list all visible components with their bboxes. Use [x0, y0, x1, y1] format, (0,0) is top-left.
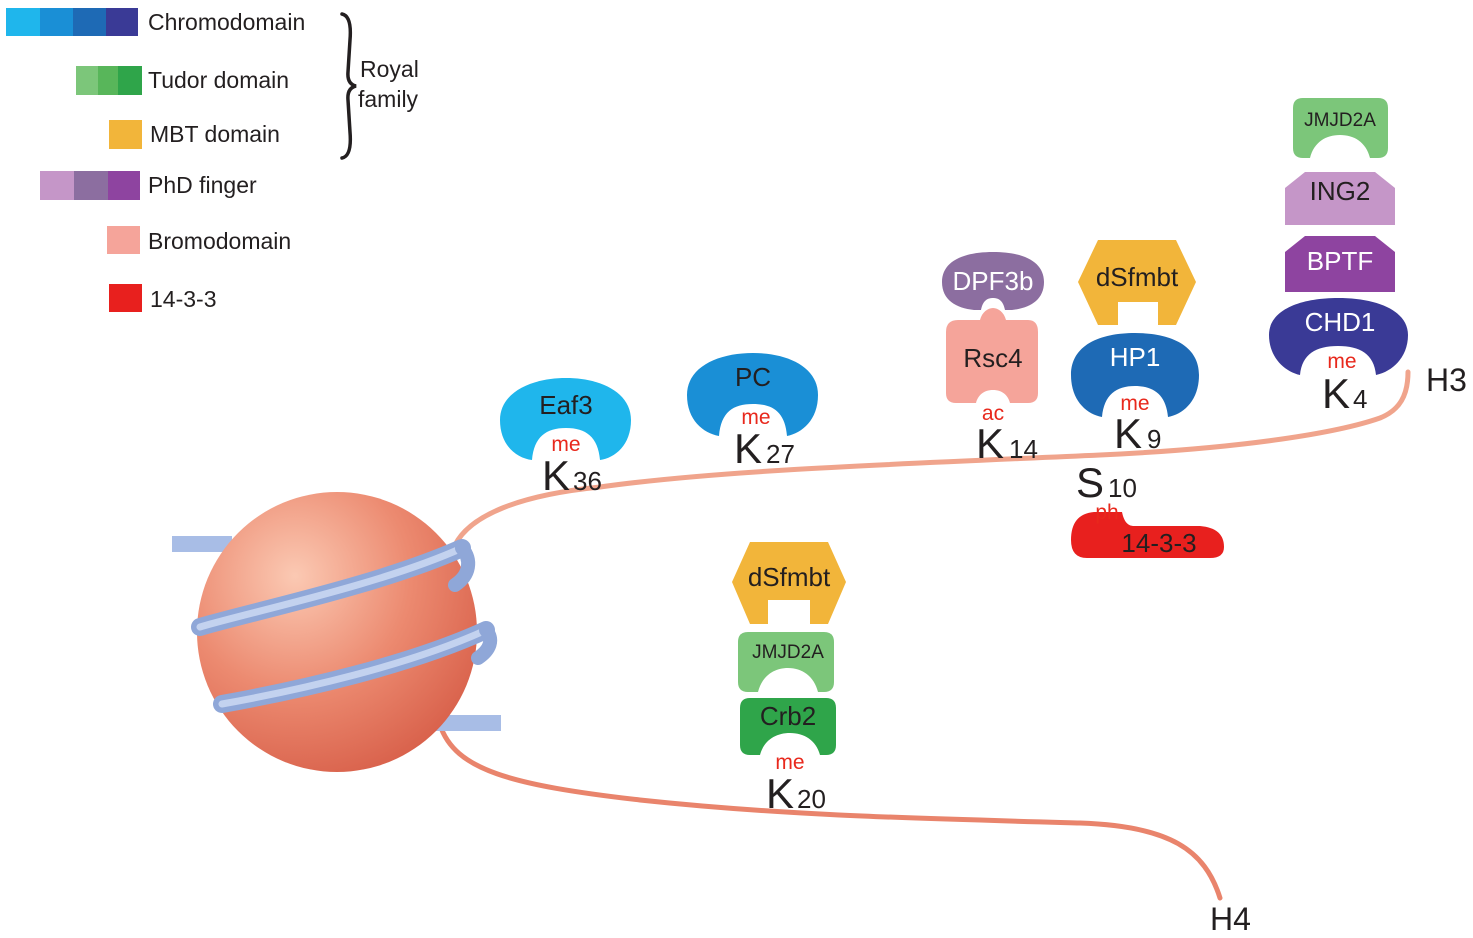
1433-shape [1071, 512, 1224, 558]
k4-mod: me [1327, 350, 1356, 373]
jmjd2a-h3-shape [1293, 98, 1388, 158]
legend-chromodomain-label: Chromodomain [148, 9, 305, 35]
site-k4-letter: K [1322, 370, 1350, 417]
rsc4-shape [946, 308, 1038, 403]
eaf3-reader: Eaf3 [500, 378, 631, 460]
hp1-reader: HP1 [1071, 333, 1199, 417]
h4-tail [437, 722, 1223, 901]
dna-stub-right [435, 715, 501, 731]
royal-family-brace [340, 12, 357, 160]
pc-label: PC [735, 362, 771, 392]
chd1-shape [1269, 298, 1408, 375]
pc-reader: PC [687, 353, 818, 436]
site-k36: K 36 [542, 452, 602, 499]
k14-mod: ac [982, 402, 1004, 425]
site-k27-number: 27 [766, 439, 795, 469]
dsfmbt-h3-reader: dSfmbt [1078, 240, 1196, 325]
legend-mbt-label: MBT domain [150, 121, 280, 147]
site-s10-letter: S [1076, 459, 1104, 506]
chd1-reader: CHD1 [1269, 298, 1408, 375]
s10-mod: ph [1095, 501, 1118, 524]
legend-phd-swatch [40, 171, 140, 200]
histone-octamer [197, 492, 477, 772]
eaf3-label: Eaf3 [539, 390, 593, 420]
h3-tail [452, 369, 1411, 548]
jmjd2a-h4-reader: JMJD2A [738, 632, 834, 692]
dsfmbt-h4-reader: dSfmbt [732, 542, 846, 624]
crb2-reader: Crb2 [740, 698, 836, 755]
dna-stub-left [172, 536, 232, 552]
legend-1433-label: 14-3-3 [150, 286, 216, 312]
dpf3b-label: DPF3b [953, 266, 1034, 296]
site-s10: S 10 [1076, 459, 1137, 506]
jmjd2a-h3-reader: JMJD2A [1293, 98, 1388, 158]
h3-label: H3 [1426, 362, 1467, 398]
dpf3b-shape [942, 252, 1044, 310]
bptf-shape [1285, 236, 1395, 292]
legend-mbt-swatch [109, 120, 142, 149]
legend-bromodomain-label: Bromodomain [148, 228, 291, 254]
pc-shape [687, 353, 818, 436]
1433-label: 14-3-3 [1121, 528, 1196, 558]
k20-mod: me [775, 751, 804, 774]
crb2-shape [740, 698, 836, 755]
royal-family-label-line2: family [358, 86, 419, 112]
k27-mod: me [741, 406, 770, 429]
hp1-shape [1071, 333, 1199, 417]
site-k27-letter: K [734, 425, 762, 472]
site-k14: K 14 [976, 420, 1038, 467]
nucleosome [172, 492, 501, 772]
site-k4-number: 4 [1353, 384, 1367, 414]
jmjd2a-h3-label: JMJD2A [1304, 110, 1376, 131]
dsfmbt-h4-label: dSfmbt [748, 562, 831, 592]
jmjd2a-h4-shape [738, 632, 834, 692]
bptf-label: BPTF [1307, 246, 1373, 276]
rsc4-label: Rsc4 [963, 343, 1022, 373]
royal-family-label-line1: Royal [360, 56, 419, 82]
site-k9: K 9 [1114, 410, 1161, 457]
site-k20-letter: K [766, 770, 794, 817]
dpf3b-reader: DPF3b [942, 252, 1044, 310]
site-k4: K 4 [1322, 370, 1367, 417]
dna-wrap [191, 539, 498, 713]
site-k27: K 27 [734, 425, 795, 472]
ing2-shape [1285, 172, 1395, 225]
site-k9-letter: K [1114, 410, 1142, 457]
bptf-reader: BPTF [1285, 236, 1395, 292]
rsc4-reader: Rsc4 [946, 308, 1038, 403]
legend-tudor-label: Tudor domain [148, 67, 289, 93]
legend-phd-label: PhD finger [148, 172, 257, 198]
crb2-label: Crb2 [760, 701, 816, 731]
1433-reader: 14-3-3 [1071, 512, 1224, 558]
site-k20: K 20 [766, 770, 826, 817]
site-k14-number: 14 [1009, 434, 1038, 464]
site-k36-letter: K [542, 452, 570, 499]
eaf3-shape [500, 378, 631, 460]
dsfmbt-h3-label: dSfmbt [1096, 262, 1179, 292]
site-k14-letter: K [976, 420, 1004, 467]
legend-bromodomain-swatch [107, 226, 140, 254]
legend-tudor-swatch [76, 66, 142, 95]
dsfmbt-h3-shape [1078, 240, 1196, 325]
k36-mod: me [551, 433, 580, 456]
jmjd2a-h4-label: JMJD2A [752, 642, 824, 663]
legend: Chromodomain Tudor domain MBT domain PhD… [6, 8, 419, 312]
legend-chromodomain-swatch [6, 8, 138, 36]
site-s10-number: 10 [1108, 473, 1137, 503]
hp1-label: HP1 [1110, 342, 1161, 372]
h4-label: H4 [1210, 901, 1251, 937]
k9-mod: me [1120, 392, 1149, 415]
ing2-label: ING2 [1310, 176, 1371, 206]
legend-1433-swatch [109, 284, 142, 312]
ing2-reader: ING2 [1285, 172, 1395, 225]
site-k36-number: 36 [573, 466, 602, 496]
chd1-label: CHD1 [1305, 307, 1376, 337]
dsfmbt-h4-shape [732, 542, 846, 624]
site-k9-number: 9 [1147, 424, 1161, 454]
site-k20-number: 20 [797, 784, 826, 814]
